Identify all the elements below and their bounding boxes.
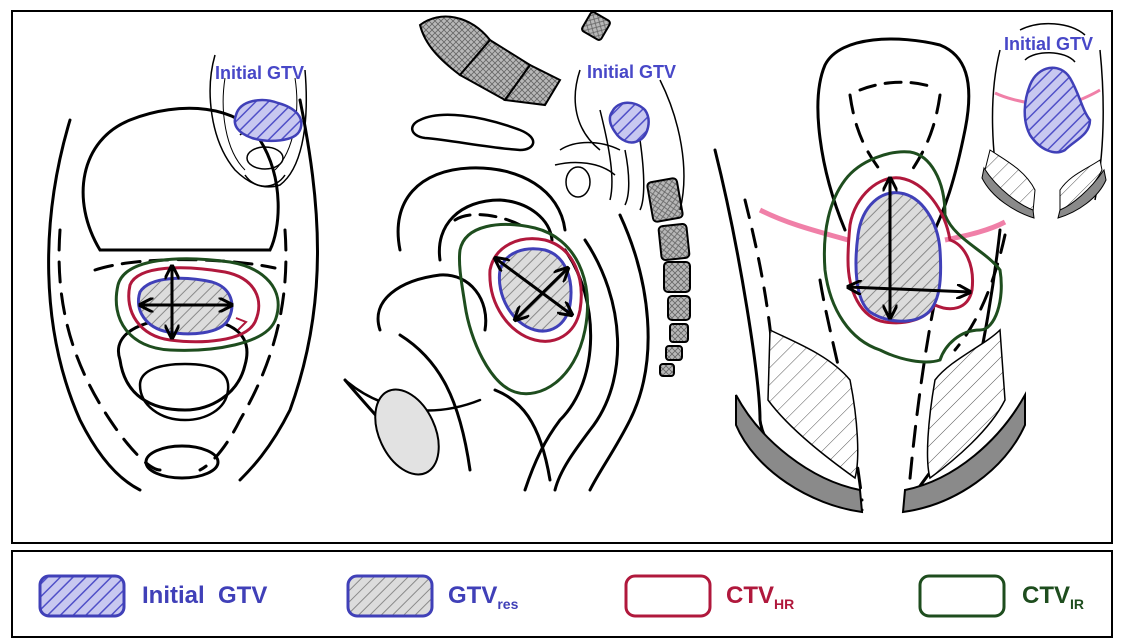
axial-outer-contour-right: [240, 100, 318, 480]
axial-ctv-hr-notch: [236, 318, 246, 330]
legend-swatch-initial-gtv: [40, 576, 124, 616]
sagittal-gtv-res: [499, 249, 571, 331]
legend-label-initial-gtv: Initial GTV: [142, 582, 267, 610]
coronal-gtv-res: [856, 193, 941, 322]
coronal-pink-line-left: [760, 210, 848, 240]
sagittal-inset-initial-gtv: [610, 103, 649, 143]
legend-label-ctv-ir-sub: IR: [1070, 596, 1084, 612]
sagittal-vagina: [495, 390, 550, 480]
axial-inset-label: Initial GTV: [215, 63, 304, 83]
legend-label-initial-gtv-text: Initial GTV: [142, 582, 267, 609]
legend-label-ctv-ir-main: CTV: [1022, 582, 1070, 609]
sagittal-pubic-bone: [363, 379, 452, 484]
sagittal-pubis: [412, 115, 533, 150]
axial-inset-initial-gtv: [235, 100, 302, 141]
legend-swatch-ctv-hr: [626, 576, 710, 616]
sagittal-sacral-line: [590, 215, 648, 490]
legend-label-gtv-res-main: GTV: [448, 582, 497, 609]
legend-label-ctv-hr: CTVHR: [726, 582, 794, 612]
coronal-cavity-top: [860, 82, 935, 90]
legend-label-ctv-ir: CTVIR: [1022, 582, 1084, 612]
legend-label-gtv-res-sub: res: [497, 596, 518, 612]
legend-label-gtv-res: GTVres: [448, 582, 518, 612]
coronal-inset-label: Initial GTV: [1004, 34, 1093, 54]
legend-swatch-ctv-ir: [920, 576, 1004, 616]
legend-swatch-gtv-res: [348, 576, 432, 616]
legend-label-ctv-hr-sub: HR: [774, 596, 794, 612]
coronal-inset-initial-gtv: [1025, 68, 1090, 153]
legend-label-ctv-hr-main: CTV: [726, 582, 774, 609]
axial-bone: [146, 446, 218, 478]
axial-rectum-inner: [140, 364, 228, 420]
sagittal-inset-label: Initial GTV: [587, 62, 676, 82]
